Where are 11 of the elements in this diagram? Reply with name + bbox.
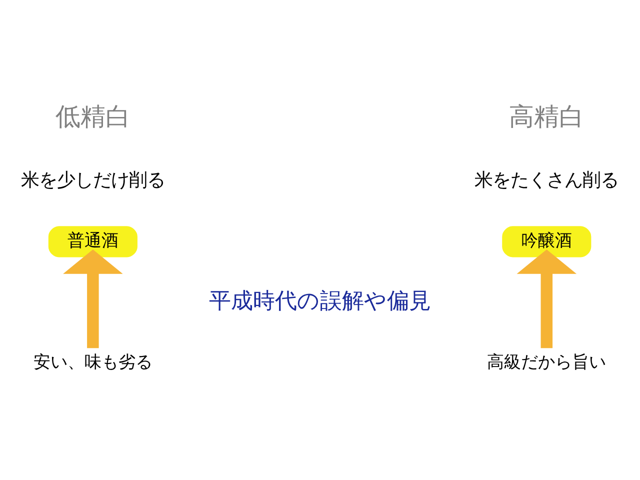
node-text: 安い、味も劣る bbox=[33, 352, 152, 372]
label: 平成時代の誤解や偏見 bbox=[208, 288, 431, 314]
node-box: 普通酒 bbox=[48, 226, 138, 258]
node-text: 高級だから旨い bbox=[487, 352, 606, 372]
label: 低精白 bbox=[55, 102, 130, 131]
arrow bbox=[63, 249, 123, 348]
node-box: 吟醸酒 bbox=[502, 226, 592, 258]
label: 米をたくさん削る bbox=[474, 170, 619, 191]
arrow bbox=[516, 249, 577, 348]
label: 米を少しだけ削る bbox=[20, 170, 165, 191]
label: 高精白 bbox=[509, 102, 584, 131]
